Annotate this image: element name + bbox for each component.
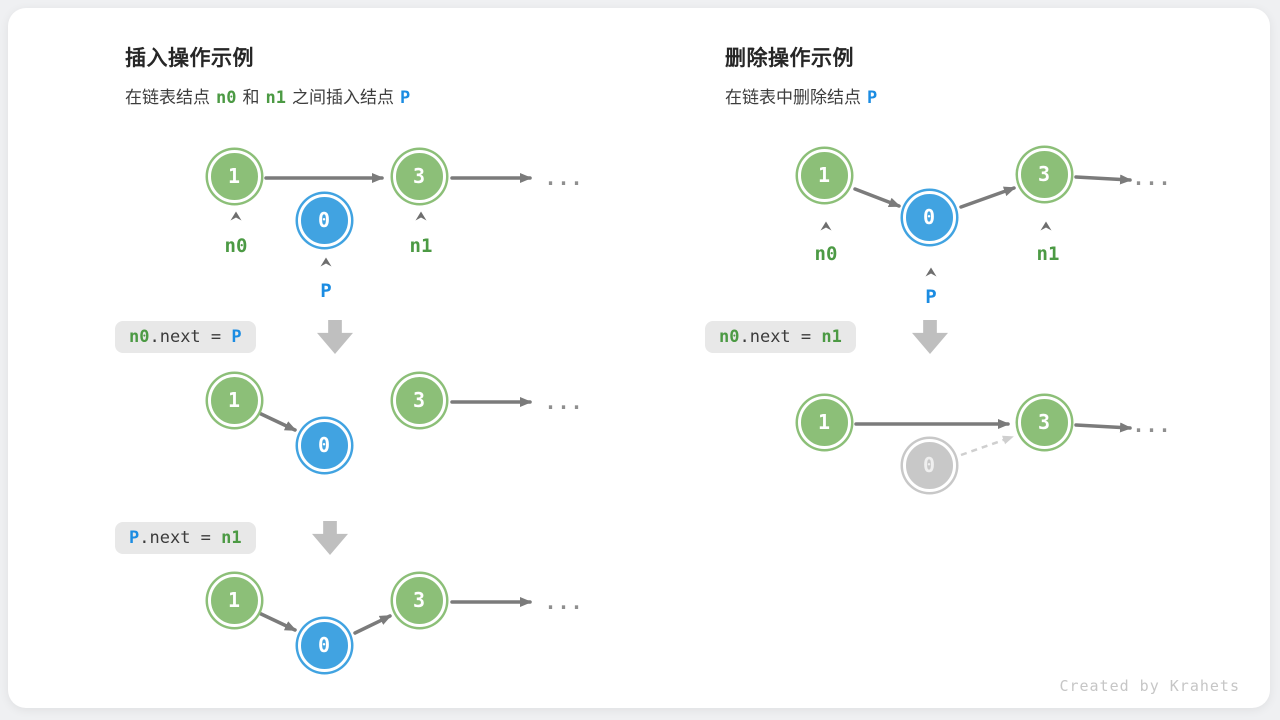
pointer-label-p: P: [925, 286, 937, 308]
node-value: 3: [412, 588, 426, 612]
subtitle-text: 在链表中删除结点: [725, 88, 861, 107]
subtitle-text: 和: [242, 88, 260, 107]
code-token: .next =: [739, 327, 822, 347]
node-value: 3: [412, 164, 426, 188]
subtitle-text: 之间插入结点: [291, 88, 394, 107]
list-node: 3: [392, 149, 446, 203]
list-node-p: 0: [297, 418, 351, 472]
pointer-label-n1: n1: [1036, 243, 1060, 265]
list-node: 1: [207, 149, 261, 203]
code-statement: P.next = n1: [115, 522, 256, 554]
node-ref-n0: n0: [216, 88, 237, 108]
list-node: 1: [207, 373, 261, 427]
insert-section-subtitle: 在链表结点 n0 和 n1 之间插入结点 P: [125, 83, 416, 108]
ellipsis: ...: [544, 590, 584, 614]
list-node: 1: [207, 573, 261, 627]
node-value: 1: [227, 588, 241, 612]
node-value: 1: [227, 164, 241, 188]
ellipsis: ...: [1132, 413, 1172, 437]
code-token: .next =: [139, 528, 222, 548]
code-token-p: P: [231, 327, 242, 347]
list-node-removed: 0: [902, 438, 956, 492]
pointer-label-n0: n0: [224, 235, 248, 257]
code-statement: n0.next = n1: [705, 321, 856, 353]
list-node: 1: [797, 395, 851, 449]
list-node: 3: [1017, 395, 1071, 449]
node-value: 1: [817, 163, 831, 187]
node-ref-p: P: [867, 88, 878, 108]
code-token-p: P: [129, 528, 140, 548]
ellipsis: ...: [544, 166, 584, 190]
node-value: 3: [1037, 410, 1051, 434]
node-ref-n1: n1: [265, 88, 286, 108]
pointer-label-n0: n0: [814, 243, 838, 265]
credit-text: Created by Krahets: [1059, 677, 1240, 695]
code-statement: n0.next = P: [115, 321, 256, 353]
list-node: 3: [392, 573, 446, 627]
list-node-p: 0: [902, 190, 956, 244]
node-ref-p: P: [399, 88, 411, 108]
list-node-p: 0: [297, 618, 351, 672]
pointer-label-p: P: [320, 280, 332, 302]
code-token: .next =: [149, 327, 232, 347]
node-value: 0: [922, 453, 936, 477]
node-value: 0: [922, 205, 936, 229]
insert-section-title: 插入操作示例: [125, 47, 254, 70]
ellipsis: ...: [1132, 166, 1172, 190]
node-value: 3: [1037, 162, 1051, 186]
pointer-label-n1: n1: [409, 235, 433, 257]
delete-section-title: 删除操作示例: [725, 47, 854, 70]
ellipsis: ...: [544, 390, 584, 414]
node-value: 0: [317, 433, 331, 457]
subtitle-text: 在链表结点: [125, 88, 210, 107]
code-token-n0: n0: [129, 327, 150, 347]
code-token-n0: n0: [719, 327, 740, 347]
list-node: 1: [797, 148, 851, 202]
figure-card: [8, 8, 1270, 708]
list-node: 3: [392, 373, 446, 427]
list-node-p: 0: [297, 193, 351, 247]
node-value: 1: [817, 410, 831, 434]
code-token-n1: n1: [821, 327, 842, 347]
node-value: 1: [227, 388, 241, 412]
code-token-n1: n1: [221, 528, 242, 548]
node-value: 3: [412, 388, 426, 412]
node-value: 0: [317, 208, 331, 232]
list-node: 3: [1017, 147, 1071, 201]
node-value: 0: [317, 633, 331, 657]
delete-section-subtitle: 在链表中删除结点 P: [725, 83, 883, 108]
